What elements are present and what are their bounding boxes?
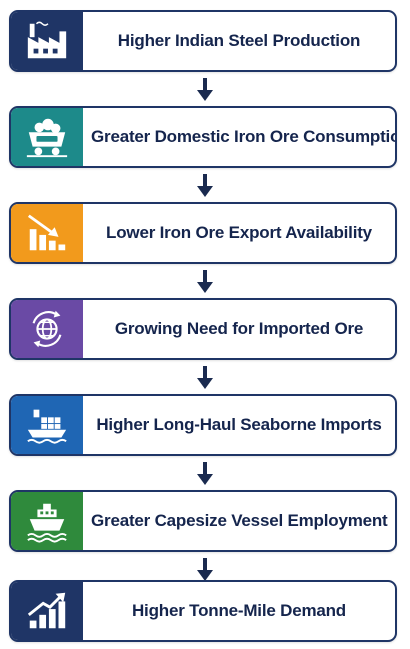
- step-label: Higher Tonne-Mile Demand: [131, 601, 346, 620]
- step-label: Lower Iron Ore Export Availability: [106, 223, 372, 242]
- step-domestic-consumption: Greater Domestic Iron Ore Consumption: [9, 106, 397, 168]
- rising-chart-icon: [27, 592, 66, 629]
- step-label: Higher Indian Steel Production: [117, 31, 361, 50]
- step-icon-block: [11, 396, 83, 454]
- step-label: Greater Capesize Vessel Employment: [91, 511, 388, 530]
- step-icon-block: [11, 582, 83, 640]
- down-arrow-icon: [195, 174, 215, 198]
- step-icon-block: [11, 492, 83, 550]
- step-imported-ore-need: Growing Need for Imported Ore: [9, 298, 397, 360]
- down-arrow-icon: [195, 78, 215, 102]
- bulk-vessel-icon: [27, 503, 67, 543]
- step-export-availability: Lower Iron Ore Export Availability: [9, 202, 397, 264]
- step-capesize-employment: Greater Capesize Vessel Employment: [9, 490, 397, 552]
- step-icon-block: [11, 12, 83, 70]
- factory-icon: [27, 21, 67, 59]
- mine-cart-icon: [26, 118, 68, 158]
- step-steel-production: Higher Indian Steel Production: [9, 10, 397, 72]
- step-icon-block: [11, 300, 83, 358]
- step-seaborne-imports: Higher Long-Haul Seaborne Imports: [9, 394, 397, 456]
- down-arrow-icon: [195, 270, 215, 294]
- step-label: Higher Long-Haul Seaborne Imports: [96, 415, 382, 434]
- step-tonne-mile-demand: Higher Tonne-Mile Demand: [9, 580, 397, 642]
- down-arrow-icon: [195, 366, 215, 390]
- step-label: Greater Domestic Iron Ore Consumption: [91, 127, 397, 146]
- step-icon-block: [11, 108, 83, 166]
- container-ship-icon: [27, 409, 67, 444]
- down-arrow-icon: [195, 558, 215, 582]
- down-arrow-icon: [195, 462, 215, 486]
- step-icon-block: [11, 204, 83, 262]
- declining-chart-icon: [27, 214, 66, 251]
- globe-cycle-icon: [32, 310, 62, 348]
- step-label: Growing Need for Imported Ore: [114, 319, 364, 338]
